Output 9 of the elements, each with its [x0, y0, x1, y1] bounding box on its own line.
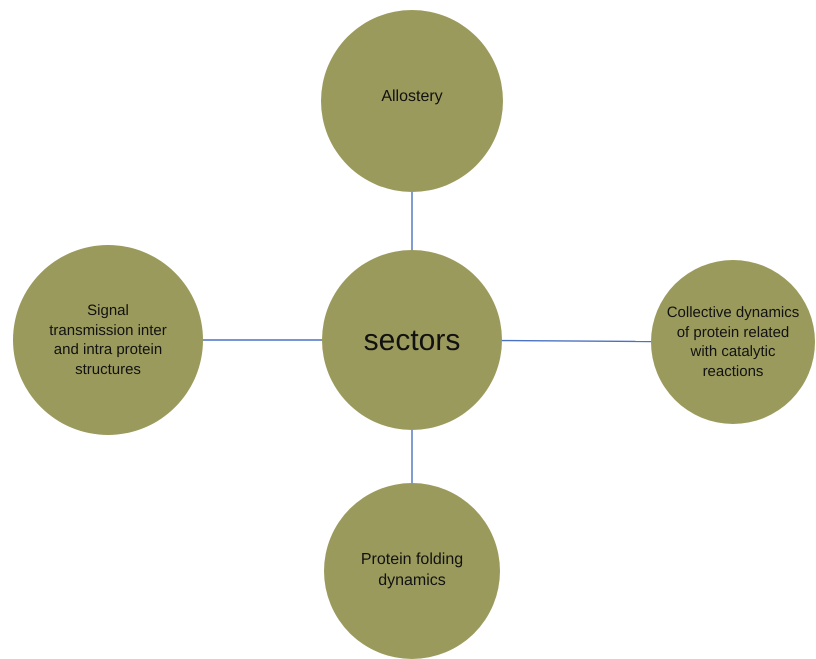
connector-line [411, 430, 413, 483]
connector-line [411, 192, 413, 250]
circle-label: Collective dynamics of protein related with catalytic reactions [666, 303, 800, 381]
circle-label: Signal transmission inter and intra protein structures [48, 301, 168, 379]
connector-line [502, 340, 651, 342]
circle-label: sectors [362, 322, 462, 358]
circle-label: Protein folding dynamics [360, 550, 464, 591]
circle-label: Allostery [380, 86, 444, 107]
connector-line [203, 339, 322, 341]
